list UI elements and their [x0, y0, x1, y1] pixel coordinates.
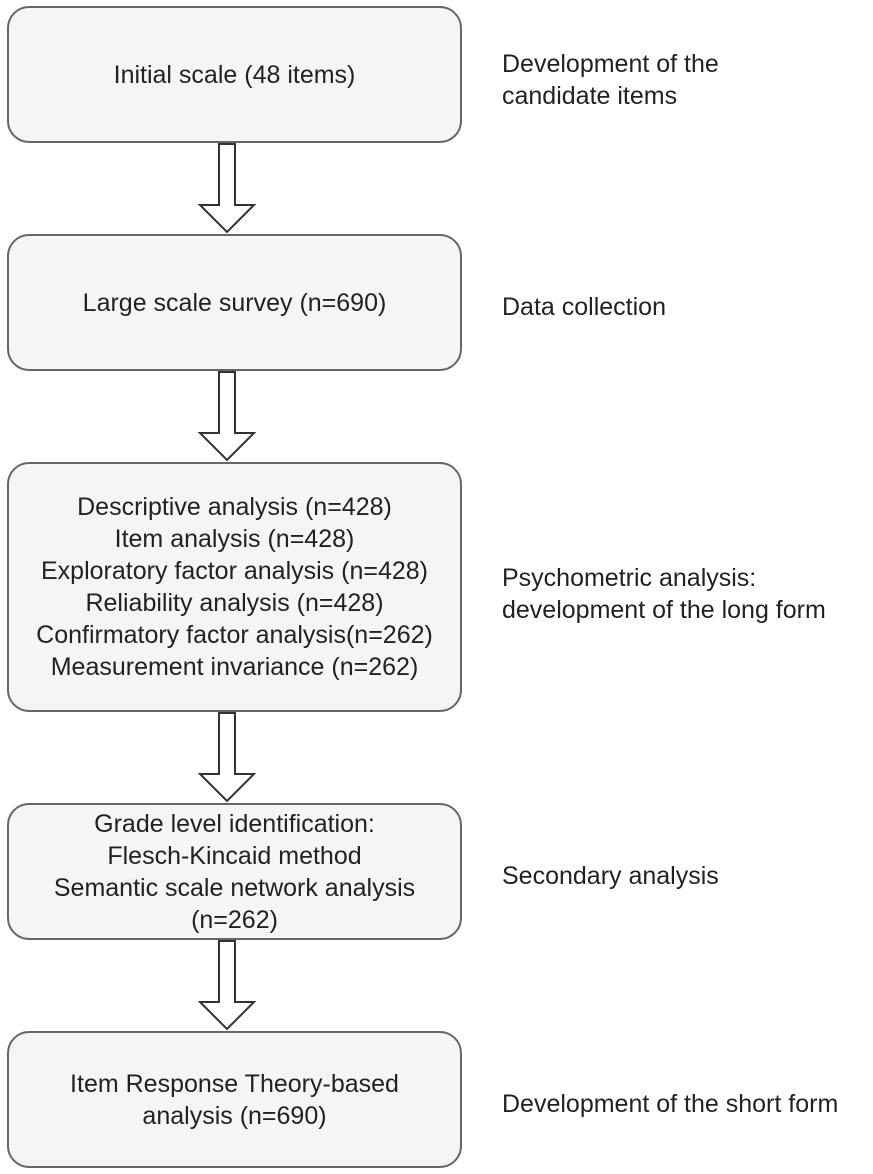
step-box-initial-scale: Initial scale (48 items) — [7, 6, 462, 143]
step-box-irt-analysis: Item Response Theory-based analysis (n=6… — [7, 1031, 462, 1168]
step-box-large-scale-survey: Large scale survey (n=690) — [7, 234, 462, 371]
step-text: Semantic scale network analysis — [53, 873, 416, 902]
step-text: Flesch-Kincaid method — [107, 841, 362, 870]
stage-text: Psychometric analysis: — [502, 564, 757, 592]
down-arrow-icon — [197, 940, 257, 1031]
stage-label-data-collection: Data collection — [502, 291, 666, 323]
step-text: Reliability analysis (n=428) — [85, 589, 384, 617]
step-text: analysis (n=690) — [142, 1101, 327, 1130]
stage-label-secondary-analysis: Secondary analysis — [502, 860, 719, 892]
step-box-psychometric-analyses: Descriptive analysis (n=428) Item analys… — [7, 462, 462, 712]
step-text: Grade level identification: — [94, 809, 375, 838]
down-arrow-icon — [197, 371, 257, 462]
step-text: Exploratory factor analysis (n=428) — [41, 557, 428, 585]
stage-text: Development of the — [502, 50, 719, 78]
down-arrow-icon — [197, 143, 257, 234]
step-text: Item analysis (n=428) — [114, 525, 355, 553]
stage-text: Secondary analysis — [502, 862, 719, 890]
stage-text: Data collection — [502, 293, 666, 321]
step-text: Descriptive analysis (n=428) — [77, 493, 392, 521]
down-arrow-icon — [197, 712, 257, 803]
stage-label-development-candidate-items: Development of the candidate items — [502, 48, 719, 112]
step-text: Initial scale (48 items) — [113, 60, 356, 89]
step-text: Confirmatory factor analysis(n=262) — [36, 621, 433, 649]
step-box-secondary-analysis: Grade level identification: Flesch-Kinca… — [7, 803, 462, 940]
step-text: (n=262) — [191, 905, 278, 934]
stage-text: Development of the short form — [502, 1090, 839, 1118]
stage-text: candidate items — [502, 82, 678, 110]
stage-label-psychometric-analysis: Psychometric analysis: development of th… — [502, 562, 826, 626]
step-text: Large scale survey (n=690) — [82, 288, 387, 317]
stage-label-development-short-form: Development of the short form — [502, 1088, 838, 1120]
stage-text: development of the long form — [502, 596, 826, 624]
step-text: Item Response Theory-based — [70, 1069, 399, 1098]
step-text: Measurement invariance (n=262) — [50, 653, 419, 681]
